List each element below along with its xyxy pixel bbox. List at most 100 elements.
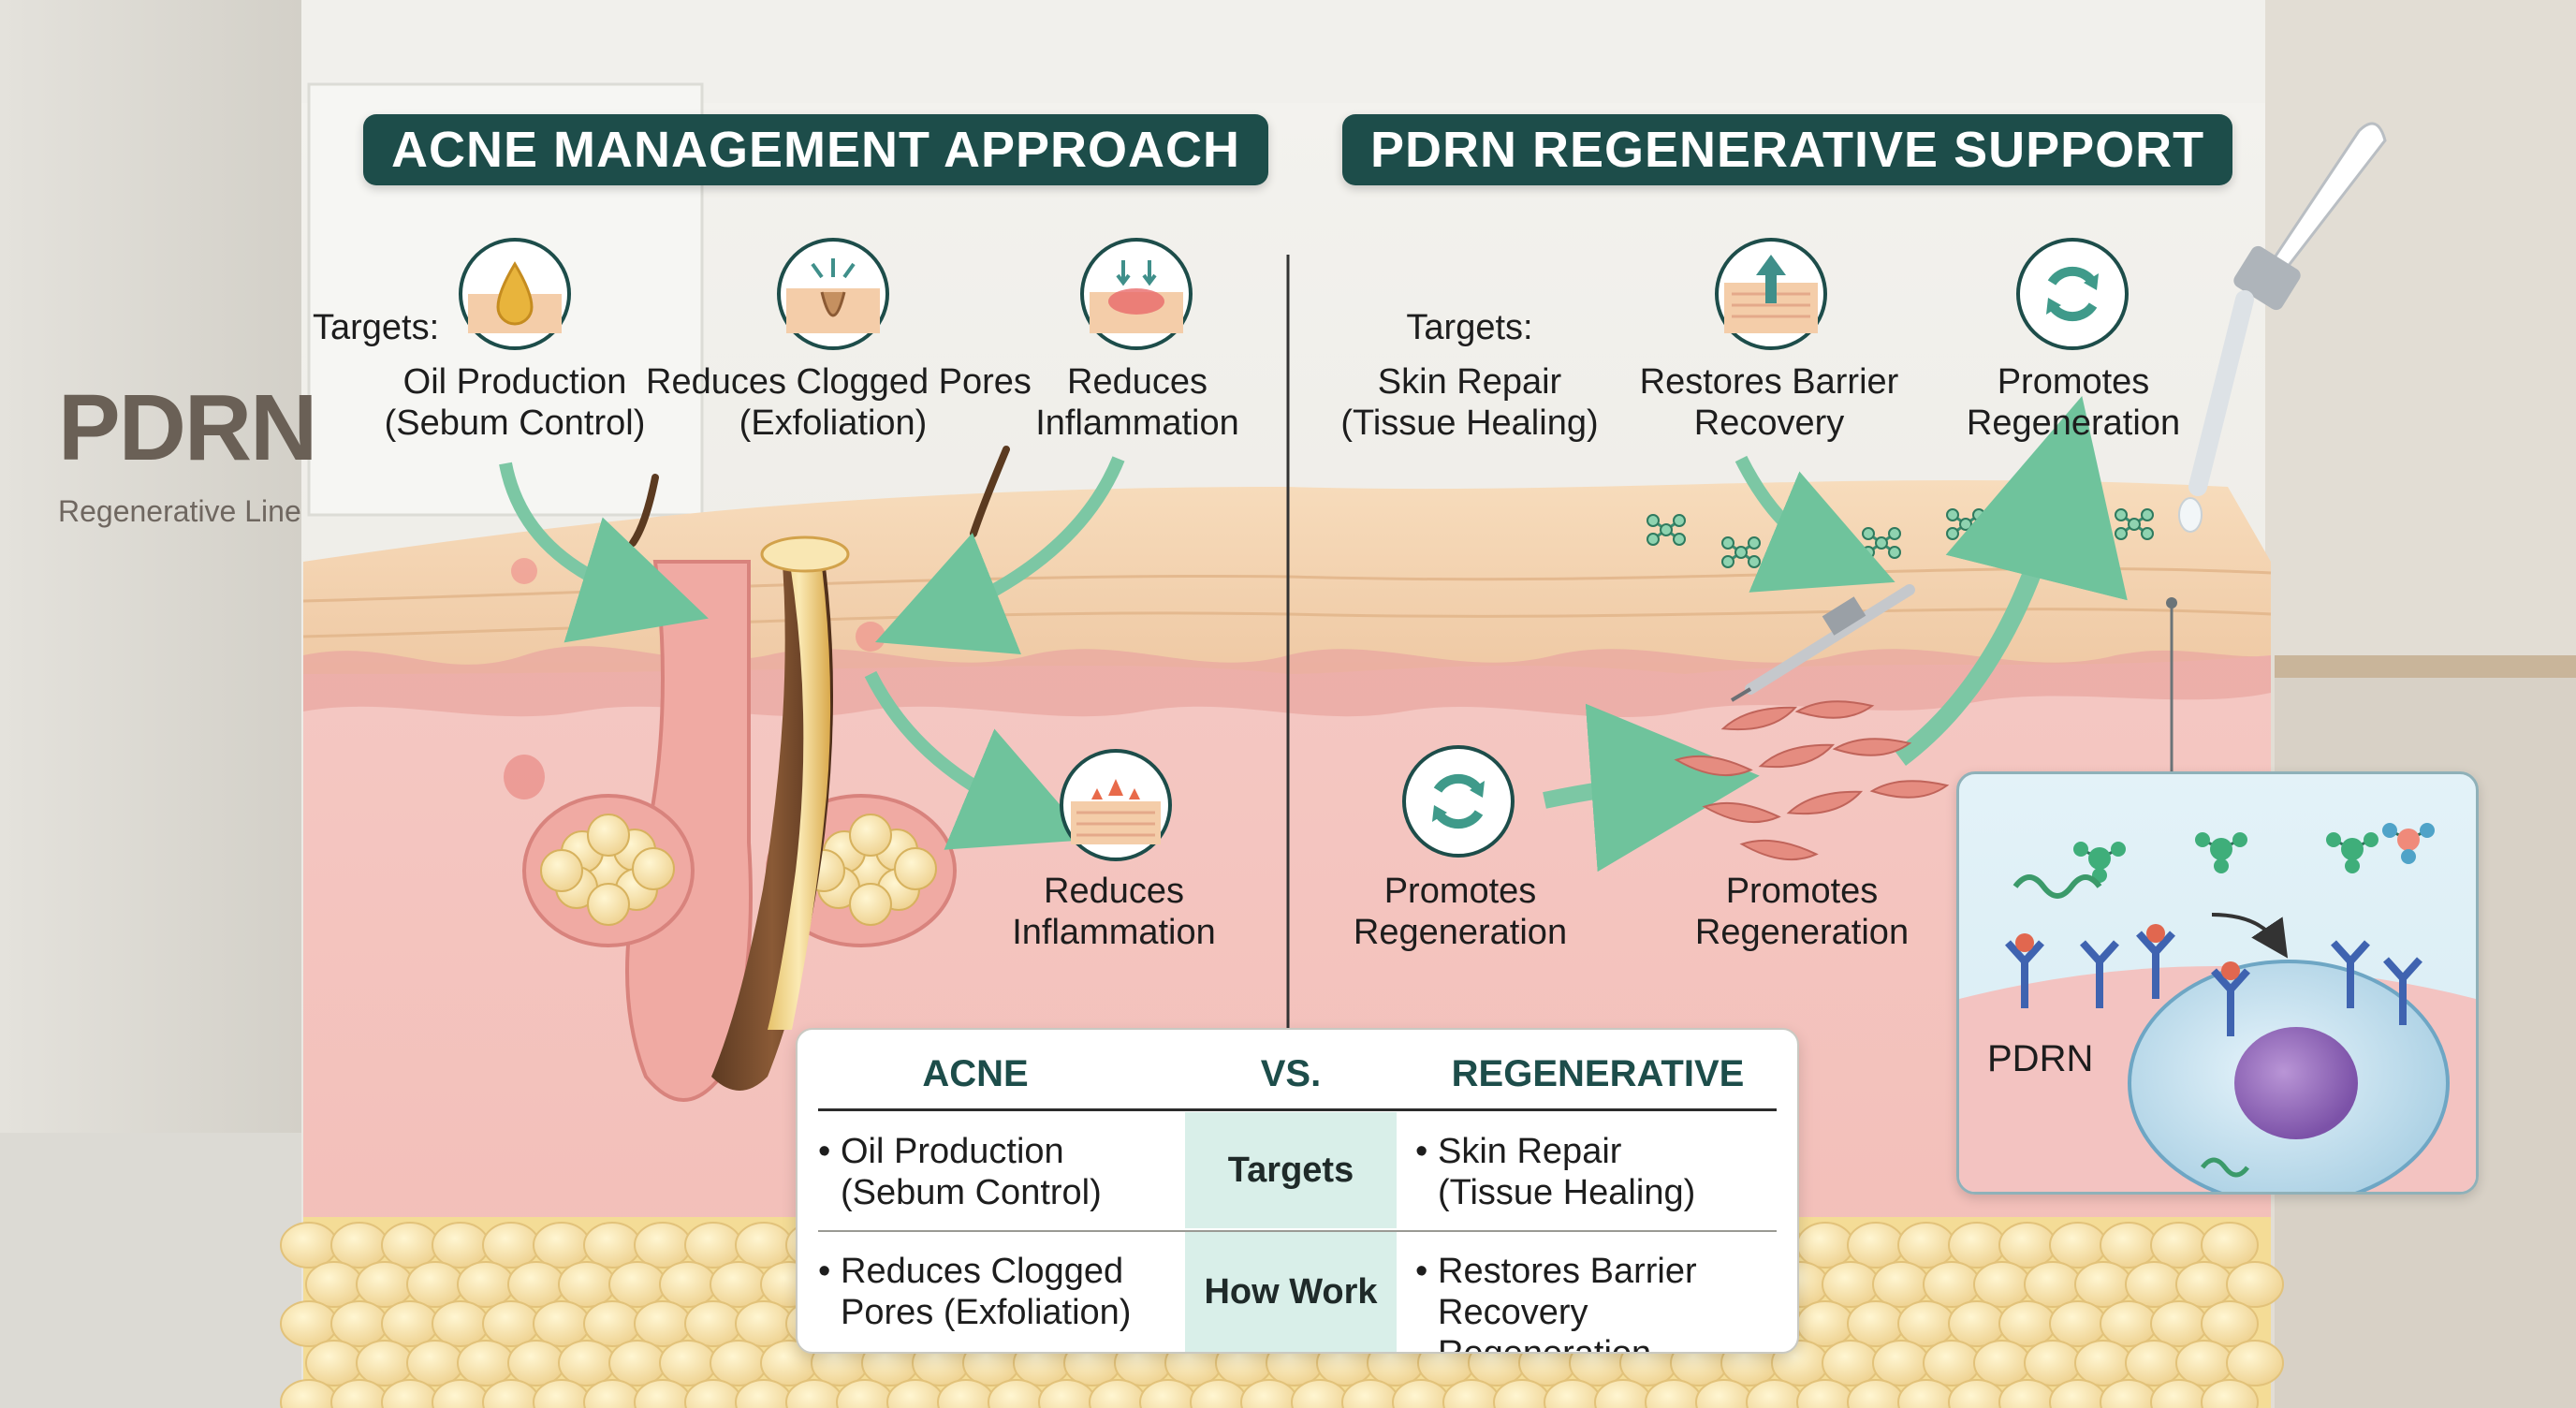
fat-cell [2024,1261,2082,1308]
fat-cell [735,1300,793,1347]
receptor [2383,957,2422,1025]
fat-cell [432,1222,490,1269]
fat-cell [1923,1340,1981,1386]
sebaceous-cell [849,883,892,926]
regeneration-cycle-icon [1402,745,1515,858]
fibroblast-cell [1758,743,1836,769]
fat-cell [507,1340,565,1386]
fat-cell [280,1222,338,1269]
fat-cell [2049,1300,2107,1347]
fat-cell [1847,1222,1905,1269]
fat-cell [507,1261,565,1308]
fat-cell [2074,1340,2132,1386]
fat-cell [659,1261,717,1308]
fat-cell [381,1300,439,1347]
fibroblast-cell [1786,790,1864,815]
fat-cell [2074,1261,2132,1308]
fat-cell [330,1300,388,1347]
fat-cell [1796,1222,1854,1269]
regeneration-cycle-icon [2016,238,2129,350]
fat-cell [2201,1222,2259,1269]
fat-cell [2100,1222,2158,1269]
comparison-cell: •Oil Production (Sebum Control) [818,1132,1102,1212]
fat-cell [482,1222,540,1269]
left-targets-label: Targets: [313,308,440,347]
cell-receptor-illustration [1959,823,2476,1192]
fat-cell [608,1340,666,1386]
comparison-cell: •Skin Repair (Tissue Healing) [1415,1132,1696,1212]
fat-cell [2049,1222,2107,1269]
fat-cell [634,1222,692,1269]
molecule [2073,842,2126,883]
fat-cell [356,1261,414,1308]
fat-cell [406,1340,464,1386]
oil-drop-icon [459,238,571,350]
fat-cell [533,1300,591,1347]
fat-cell [2150,1300,2208,1347]
fat-cell [2201,1379,2259,1408]
brand-tagline: Regenerative Line [58,494,301,528]
inset-pdrn-label: PDRN [1987,1038,2094,1079]
comparison-header-rule [818,1108,1777,1111]
fat-cell [533,1222,591,1269]
fat-cell [2175,1340,2233,1386]
fat-cell [1948,1222,2006,1269]
fat-cell [634,1300,692,1347]
fibroblast-cell [1739,839,1819,861]
comparison-header-regenerative: REGENERATIVE [1451,1053,1745,1094]
receptor [2136,931,2175,999]
molecule [1647,514,1686,546]
clogged-pore-icon [777,238,889,350]
fat-cell [710,1340,768,1386]
left-panel-title: ACNE MANAGEMENT APPROACH [363,114,1269,185]
pdrn-ligand [2015,933,2034,952]
fibroblast-cell [1869,780,1950,799]
comparison-header-vs: VS. [1260,1053,1322,1094]
fibroblast-cell [1702,801,1781,824]
fibroblast-cell [1794,700,1875,719]
comparison-row-label: How Work [1185,1232,1397,1352]
fat-cell [659,1340,717,1386]
molecule [2382,823,2435,864]
receptor [2005,940,2044,1008]
fat-cell [1897,1222,1955,1269]
fat-cell [1998,1222,2056,1269]
receptor [2331,940,2370,1008]
fat-cell [2226,1340,2284,1386]
fat-cell [2125,1340,2183,1386]
comparison-table: ACNE VS. REGENERATIVE Targets •Oil Produ… [796,1028,1799,1354]
comparison-cell: •Reduces Clogged Pores (Exfoliation) [818,1252,1132,1332]
fibroblast-cell [1674,755,1753,777]
fat-cell [2100,1300,2158,1347]
receptor [2211,968,2250,1036]
pdrn-ligand [2146,924,2165,943]
pdrn-cell-inset: PDRN [1956,771,2479,1195]
fat-cell [330,1222,388,1269]
fat-cell [2226,1261,2284,1308]
barrier-arrow-icon [1715,238,1827,350]
pdrn-ligand [2221,961,2240,980]
fat-cell [1847,1300,1905,1347]
fat-cell [1998,1300,2056,1347]
right-item-skin-repair: Skin Repair(Tissue Healing) [1340,362,1599,443]
molecule [2195,832,2247,873]
inflammation-icon [1080,238,1193,350]
fat-cell [710,1261,768,1308]
fat-cell [1822,1340,1880,1386]
fat-cell [684,1300,742,1347]
fat-cell [280,1300,338,1347]
fat-cell [305,1261,363,1308]
fat-cell [2201,1300,2259,1347]
sebaceous-cell [894,847,937,890]
fat-cell [684,1222,742,1269]
fat-cell [608,1261,666,1308]
fibroblast-cell [1720,706,1798,731]
inflammation-reduce-icon [1060,749,1172,861]
fat-cell [1822,1261,1880,1308]
fibroblast-cell [1832,738,1912,756]
